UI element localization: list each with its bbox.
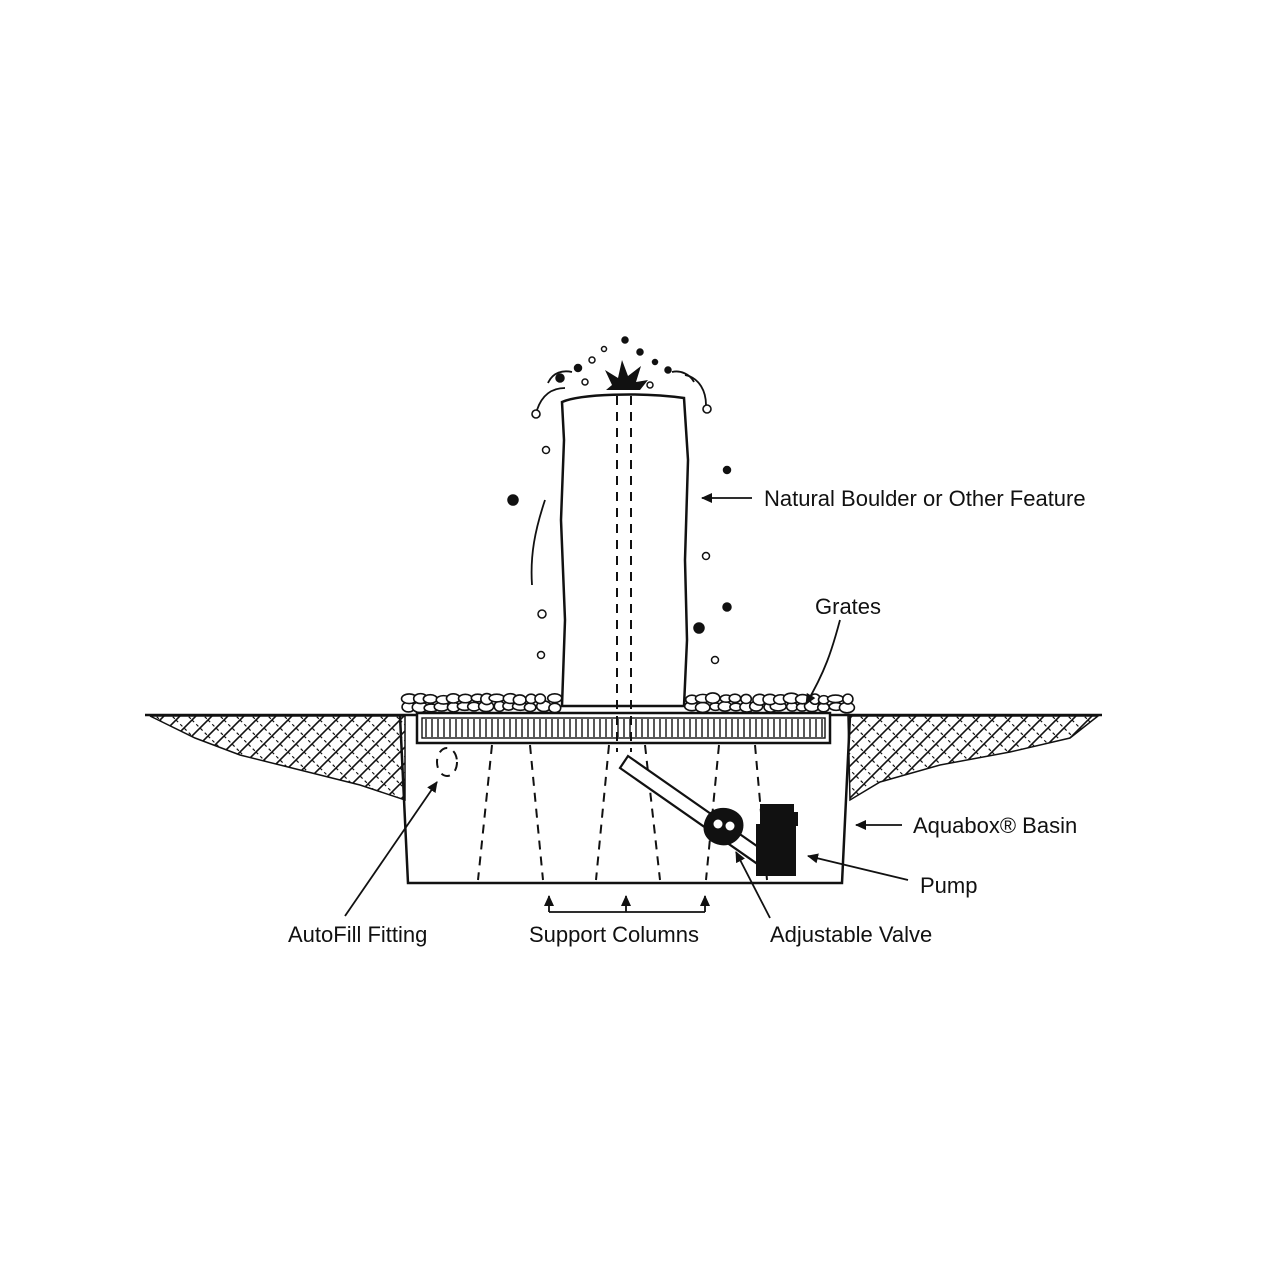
- autofill-fitting: [436, 747, 458, 777]
- plant-icon: [605, 360, 648, 390]
- label-boulder: Natural Boulder or Other Feature: [764, 486, 1086, 511]
- water-drop: [664, 366, 672, 374]
- soil-left: [149, 715, 406, 802]
- water-drop: [536, 650, 546, 660]
- water-drop: [701, 551, 711, 561]
- water-drop: [581, 378, 589, 386]
- label-autofill: AutoFill Fitting: [288, 922, 427, 947]
- adjustable-valve: [703, 807, 744, 846]
- natural-boulder: [559, 393, 690, 708]
- water-drop: [541, 445, 551, 455]
- pebbles-left: [400, 692, 563, 714]
- label-grates: Grates: [815, 594, 881, 619]
- discharge-pipe: [618, 754, 776, 872]
- water-arcs: [530, 370, 712, 586]
- water-drop: [621, 336, 629, 344]
- valve-arrow: [735, 851, 771, 919]
- water-drop: [537, 609, 547, 619]
- water-drop: [646, 381, 654, 389]
- water-drop: [588, 356, 596, 364]
- label-valve: Adjustable Valve: [770, 922, 932, 947]
- grates: [415, 711, 832, 745]
- pump-arrow: [807, 853, 909, 881]
- water-drop: [573, 363, 583, 373]
- label-support-columns: Support Columns: [529, 922, 699, 947]
- water-drops: [507, 336, 732, 665]
- water-drop: [693, 622, 705, 634]
- water-drop: [555, 373, 565, 383]
- water-drop: [600, 345, 608, 353]
- label-basin: Aquabox® Basin: [913, 813, 1077, 838]
- support-columns-bracket: [544, 895, 710, 913]
- pump-icon: [756, 804, 798, 876]
- water-drop: [636, 348, 644, 356]
- water-drop: [710, 655, 720, 665]
- grates-arrow: [805, 619, 841, 705]
- riser-pipe: [616, 396, 632, 752]
- soil-right: [847, 715, 1101, 802]
- autofill-arrow: [344, 781, 438, 917]
- label-pump: Pump: [920, 873, 977, 898]
- water-drop: [722, 602, 732, 612]
- water-drop: [722, 465, 732, 475]
- water-drop: [651, 358, 659, 366]
- water-drop: [507, 494, 519, 506]
- pebbles-right: [683, 692, 856, 714]
- aquabox-basin: [398, 715, 852, 885]
